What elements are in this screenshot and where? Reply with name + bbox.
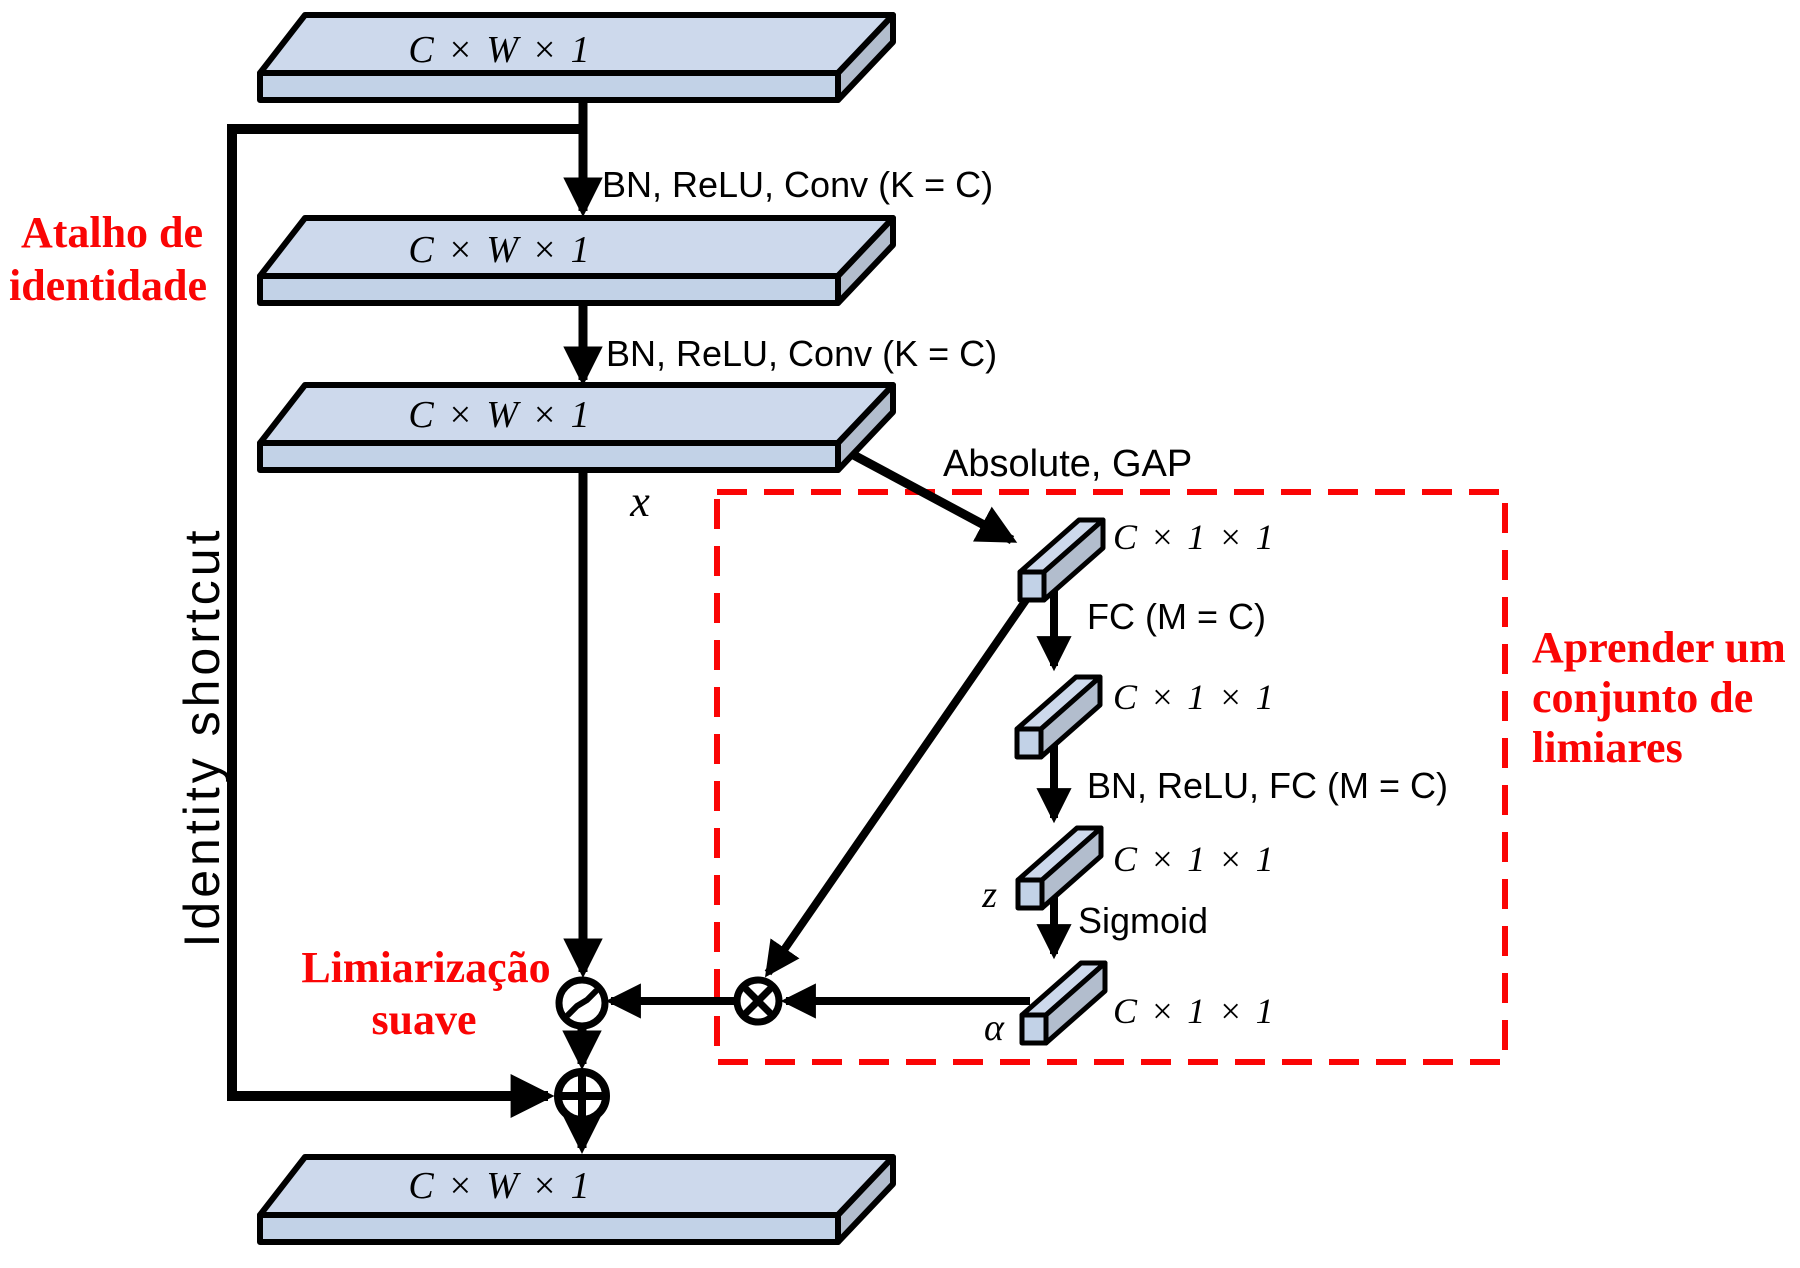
plus-icon	[561, 1075, 603, 1117]
annotation-learn-line1: Aprender um	[1532, 623, 1786, 672]
arrow-absolute-gap	[845, 448, 1018, 544]
arrow-gapout-to-multiply	[764, 597, 1030, 978]
annotation-soft-threshold-pt: Limiarização suave	[301, 943, 550, 1044]
annotation-shortcut-line2: identidade	[9, 261, 207, 310]
label-conv1-op: BN, ReLU, Conv (K = C)	[602, 164, 993, 205]
label-fc1-op: FC (M = C)	[1087, 596, 1266, 637]
annotation-learn-line3: limiares	[1532, 723, 1683, 772]
flow-arrows	[562, 99, 1072, 1154]
label-scales-dims: C × 1 × 1	[1113, 991, 1276, 1031]
annotation-learn-thresholds-pt: Aprender um conjunto de limiares	[1532, 623, 1786, 772]
label-conv1-dims: C × W × 1	[408, 229, 591, 271]
annotation-soft-line2: suave	[371, 995, 476, 1044]
label-conv2-op: BN, ReLU, Conv (K = C)	[606, 333, 997, 374]
label-fc2-dims: C × 1 × 1	[1113, 839, 1276, 879]
label-fc1-dims: C × 1 × 1	[1113, 677, 1276, 717]
label-output-dims: C × W × 1	[408, 1165, 591, 1207]
identity-shortcut-path	[227, 124, 583, 1119]
label-sigmoid-op: Sigmoid	[1078, 900, 1208, 941]
label-var-alpha: α	[984, 1007, 1005, 1049]
label-fc2-op: BN, ReLU, FC (M = C)	[1087, 765, 1448, 806]
soft-threshold-node	[555, 976, 609, 1030]
annotation-learn-line2: conjunto de	[1532, 673, 1753, 722]
multiply-node	[733, 976, 783, 1026]
label-var-x: x	[629, 477, 650, 526]
label-identity-shortcut-en: Identity shortcut	[174, 527, 230, 948]
annotation-shortcut-line1: Atalho de	[21, 208, 203, 257]
add-node	[554, 1068, 610, 1124]
label-gap-dims: C × 1 × 1	[1113, 517, 1276, 557]
annotation-identity-shortcut-pt: Atalho de identidade	[9, 208, 207, 310]
label-input-dims: C × W × 1	[408, 29, 591, 71]
threshold-subnet-dashed-box	[714, 489, 1508, 1065]
label-absolute-gap: Absolute, GAP	[943, 443, 1192, 485]
times-icon	[742, 985, 774, 1017]
label-conv2-dims: C × W × 1	[408, 394, 591, 436]
annotation-soft-line1: Limiarização	[301, 943, 550, 992]
soft-threshold-curve-icon	[565, 988, 599, 1018]
label-var-z: z	[981, 874, 997, 916]
